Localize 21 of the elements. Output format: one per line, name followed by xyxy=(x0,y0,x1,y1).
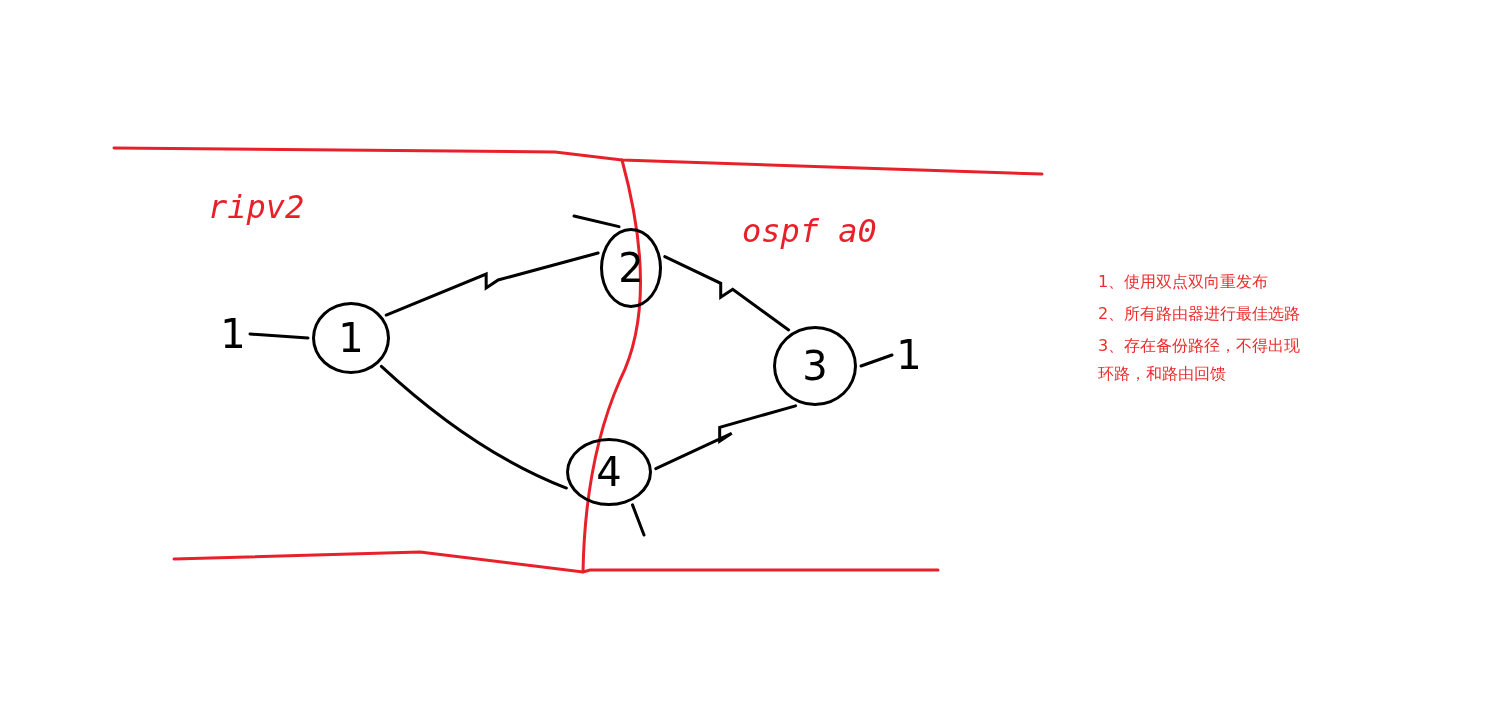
stub-link xyxy=(572,214,621,229)
router-number: 3 xyxy=(802,343,828,389)
router-circle xyxy=(773,326,857,406)
area-label: ospf a0 xyxy=(742,212,877,250)
loopback-label: 1 xyxy=(220,305,246,363)
link-line xyxy=(654,404,798,471)
link-line xyxy=(384,251,600,317)
link-line xyxy=(248,332,310,340)
link-line xyxy=(379,364,568,490)
area-label: ripv2 xyxy=(208,188,305,226)
router-circle xyxy=(566,438,652,506)
loopback-label: 1 xyxy=(896,326,922,384)
link-line xyxy=(859,353,894,368)
router-number: 4 xyxy=(596,449,622,495)
link-line xyxy=(663,255,791,332)
note-text: 1、使用双点双向重发布 xyxy=(1098,271,1270,293)
router-number: 1 xyxy=(338,315,364,361)
stub-link xyxy=(631,503,646,537)
router-circle xyxy=(312,302,390,374)
note-text: 2、所有路由器进行最佳选路 xyxy=(1098,303,1302,325)
note-text: 3、存在备份路径，不得出现环路，和路由回馈 xyxy=(1098,335,1302,385)
